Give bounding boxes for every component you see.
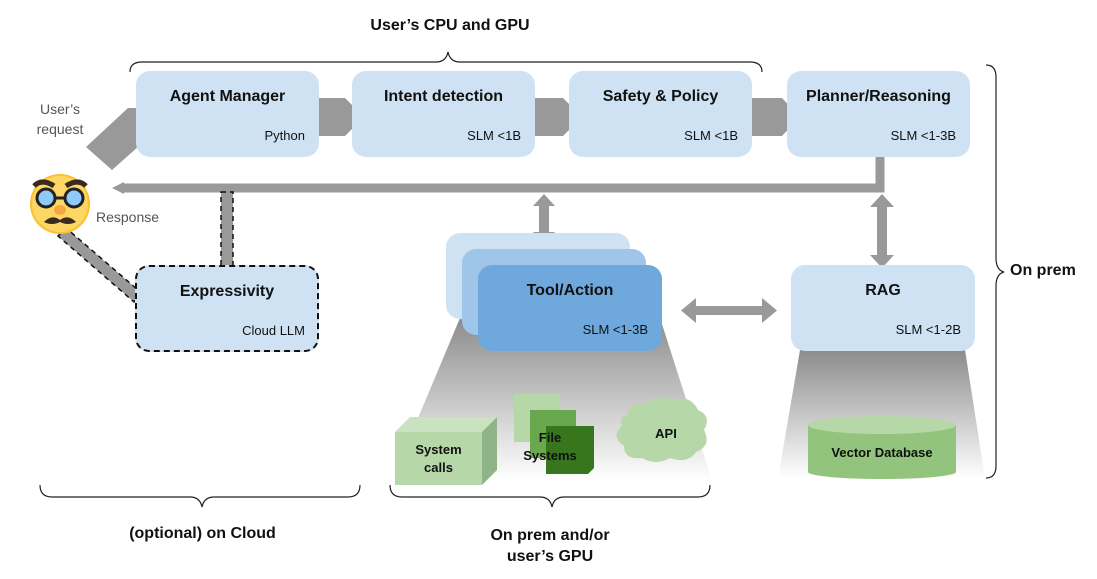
api-cloud [616, 397, 707, 462]
region-label-optional-cloud: (optional) on Cloud [129, 525, 276, 542]
node-planner-reasoning[interactable]: Planner/Reasoning SLM <1-3B [787, 71, 970, 157]
tool-rag-double-arrow [681, 298, 777, 323]
system-calls-cube [395, 417, 497, 485]
bus-to-expressivity-connector [220, 191, 234, 267]
brace-users-cpu-gpu [129, 51, 763, 73]
disguise-face-emoji-icon [30, 174, 90, 234]
bus-rag-double-arrow [870, 194, 894, 268]
node-title: Intent detection [383, 88, 504, 105]
region-label-on-prem-user-gpu-line1: On prem and/or [490, 527, 610, 544]
node-subtitle: SLM <1-2B [895, 322, 961, 337]
node-subtitle: SLM <1-3B [582, 322, 648, 337]
users-request-label-line2: request [36, 121, 84, 137]
api-label: API [655, 426, 677, 441]
return-bus-arrowhead [112, 182, 124, 194]
node-rag[interactable]: RAG SLM <1-2B [791, 265, 975, 351]
node-title: Safety & Policy [602, 88, 719, 105]
expressivity-to-user-connector [56, 226, 139, 304]
node-subtitle: SLM <1B [684, 128, 738, 143]
request-arrow [86, 108, 148, 170]
region-label-on-prem-user-gpu-line2: user’s GPU [506, 548, 594, 565]
region-label-users-cpu-gpu: User’s CPU and GPU [370, 17, 530, 34]
node-tool-action[interactable]: Tool/Action SLM <1-3B [478, 265, 662, 351]
node-title: RAG [865, 282, 901, 299]
node-safety-policy[interactable]: Safety & Policy SLM <1B [569, 71, 752, 157]
file-systems-label-line1: File [538, 430, 562, 445]
vector-database-label: Vector Database [831, 445, 933, 460]
node-subtitle: SLM <1B [467, 128, 521, 143]
node-agent-manager[interactable]: Agent Manager Python [136, 71, 319, 157]
return-bus [122, 156, 885, 193]
brace-optional-cloud [39, 484, 361, 508]
brace-on-prem-user-gpu [389, 484, 711, 508]
node-intent-detection[interactable]: Intent detection SLM <1B [352, 71, 535, 157]
response-label: Response [96, 209, 160, 225]
node-subtitle: SLM <1-3B [890, 128, 956, 143]
node-subtitle: Python [264, 128, 305, 143]
region-label-on-prem: On prem [1010, 262, 1076, 279]
node-title: Planner/Reasoning [806, 88, 951, 105]
system-calls-label-line2: calls [424, 460, 453, 475]
file-systems-label-line2: Systems [523, 448, 577, 463]
node-expressivity[interactable]: Expressivity Cloud LLM [135, 265, 319, 352]
vector-database-cylinder [808, 416, 956, 479]
file-systems-stack [514, 394, 594, 474]
node-subtitle: Cloud LLM [242, 323, 305, 338]
node-title: Agent Manager [169, 88, 286, 105]
brace-on-prem [985, 64, 1005, 479]
node-title: Tool/Action [526, 282, 614, 299]
node-title: Expressivity [179, 283, 275, 300]
system-calls-label-line1: System [415, 442, 462, 457]
users-request-label-line1: User’s [40, 101, 80, 117]
